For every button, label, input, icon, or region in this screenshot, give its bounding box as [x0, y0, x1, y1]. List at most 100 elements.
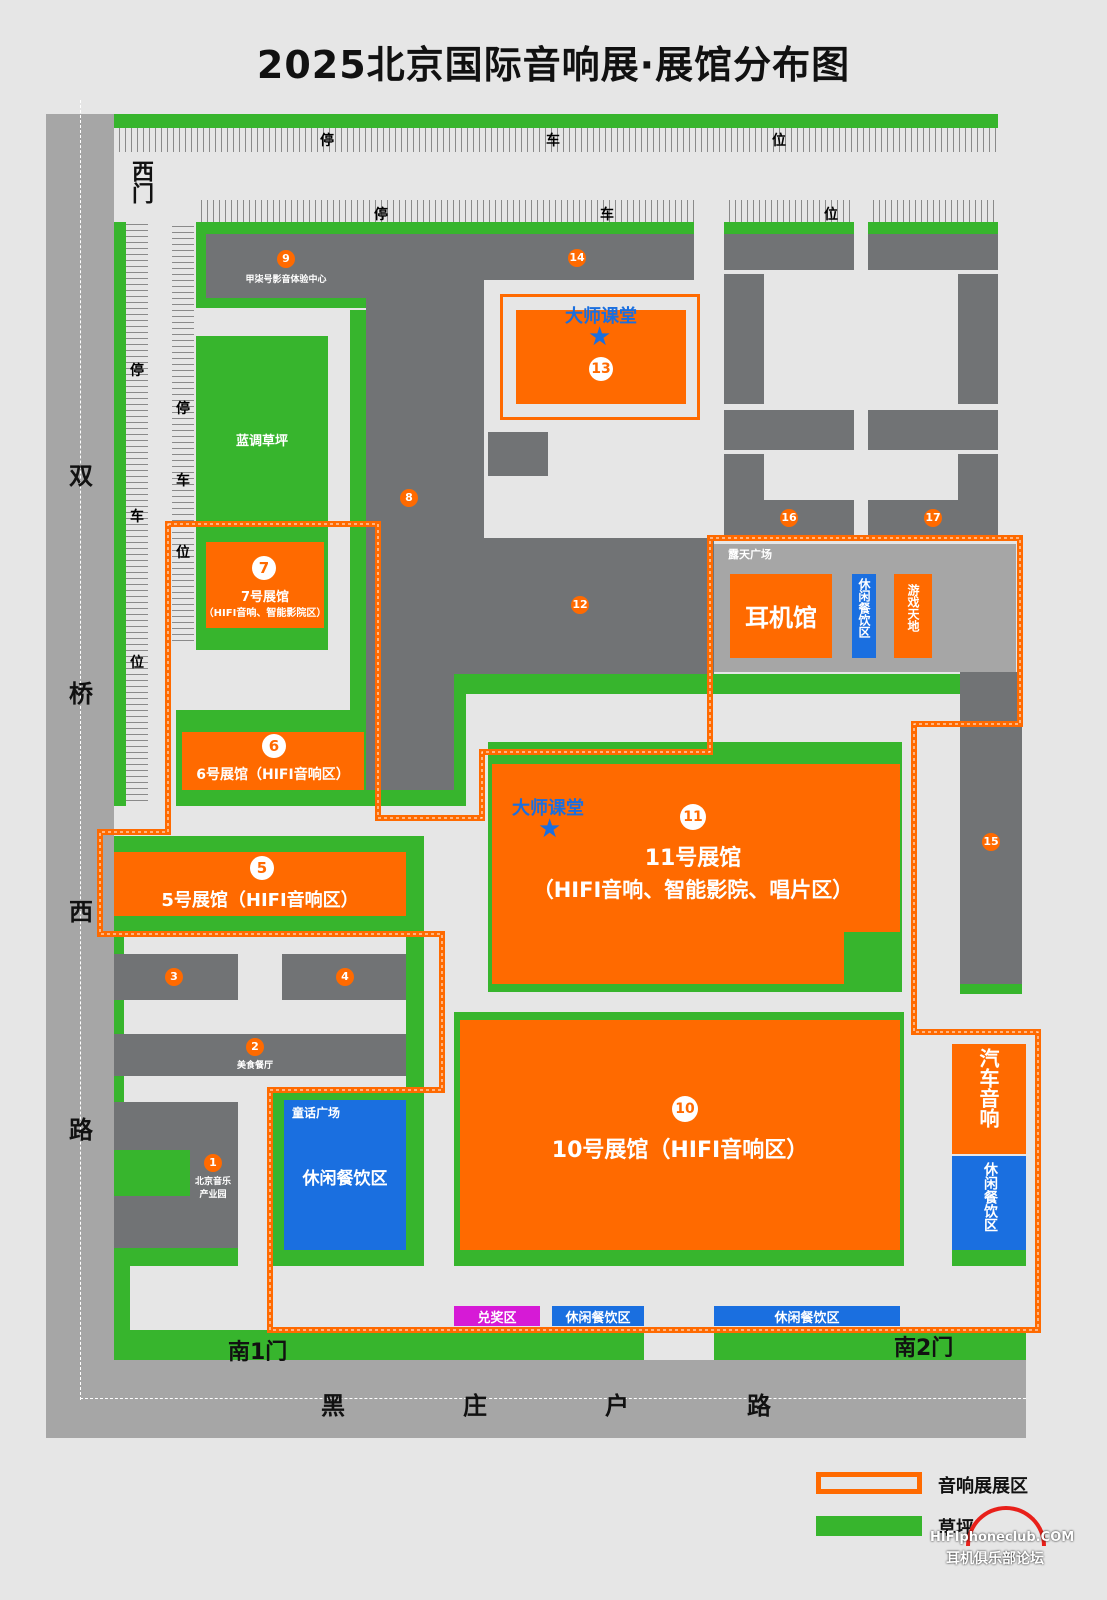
- grid-block-2: [868, 234, 998, 270]
- watermark-name: 耳机俱乐部论坛: [946, 1551, 1044, 1567]
- mid-parking-char-1: 停: [374, 207, 388, 223]
- west-parking-char-3: 位: [130, 655, 144, 671]
- grid-block-5: [724, 410, 854, 450]
- headphone-hall: [730, 574, 832, 658]
- south-road-label-2: 庄: [463, 1392, 487, 1420]
- area-1-grass: [114, 1150, 190, 1196]
- area-9-number: 9: [277, 250, 295, 268]
- area-12-strip-2: [562, 476, 714, 538]
- west-gate-label: 西门: [128, 160, 153, 204]
- south-grass-left: [114, 1266, 130, 1330]
- area-16-number: 16: [780, 509, 798, 527]
- legend-grass-label: 草坪: [938, 1518, 974, 1539]
- south-grass-1: [114, 1330, 644, 1360]
- area-10-number: 10: [672, 1096, 698, 1122]
- game-zone: [894, 574, 932, 658]
- top-parking-char-2: 车: [546, 133, 560, 149]
- west-grass-strip: [114, 222, 126, 806]
- area-8-grass-bottom: [366, 790, 466, 806]
- mid-parking: [196, 200, 694, 222]
- inner-parking-char-2: 车: [176, 473, 190, 489]
- mid-parking-right2: [868, 200, 998, 222]
- west-road-label-3: 西: [69, 898, 93, 926]
- car-dining-label: 休闲餐饮区: [982, 1162, 998, 1232]
- area-7-label: 7号展馆: [240, 590, 290, 605]
- top-parking-char-1: 停: [320, 133, 334, 149]
- area-10-hall: [460, 1020, 900, 1250]
- south-gate-1-label: 南1门: [228, 1340, 288, 1365]
- area-14-number: 14: [568, 249, 586, 267]
- mid-parking-right1: [724, 200, 854, 222]
- top-parking: [114, 128, 998, 152]
- area-10-label: 10号展馆（HIFI音响区）: [551, 1138, 809, 1163]
- area-13-outline: [500, 294, 700, 420]
- mid-grass-strip-r2: [868, 222, 998, 234]
- area-12-building: [454, 280, 484, 674]
- west-road-dash: [80, 100, 81, 1400]
- south-dining-1-label: 休闲餐饮区: [565, 1311, 631, 1326]
- south-road-dash: [80, 1398, 1026, 1399]
- fairy-dining-label: 休闲餐饮区: [302, 1169, 388, 1189]
- legend-exhibit-swatch: [816, 1472, 922, 1494]
- south-dining-2-label: 休闲餐饮区: [774, 1311, 840, 1326]
- area-11-label: 11号展馆: [644, 846, 742, 871]
- west-road-label-1: 双: [69, 462, 93, 490]
- prize-zone-label: 兑奖区: [477, 1311, 517, 1326]
- west-parking-1: [126, 222, 148, 806]
- west-road-label-4: 路: [69, 1116, 93, 1144]
- south-road-label-3: 户: [605, 1392, 629, 1420]
- top-parking-char-3: 位: [772, 133, 786, 149]
- west-road-label-2: 桥: [69, 680, 93, 708]
- car-zone-grass: [952, 1250, 1026, 1266]
- area-6-number: 6: [262, 734, 286, 758]
- fairy-plaza: [284, 1100, 406, 1250]
- area-1-grass-bottom: [114, 1248, 238, 1266]
- south-dining-2: [714, 1306, 900, 1326]
- west-parking-char-1: 停: [130, 363, 144, 379]
- area-11-hall: [492, 764, 900, 932]
- prize-zone: [454, 1306, 540, 1326]
- legend-exhibit-label: 音响展展区: [938, 1476, 1028, 1497]
- south-dining-1: [552, 1306, 644, 1326]
- grid-block-8: [958, 454, 998, 500]
- dining-plaza: [852, 574, 876, 658]
- game-zone-label: 游戏天地: [906, 584, 920, 632]
- inner-parking-char-3: 位: [176, 545, 190, 561]
- area-11-master-label: 大师课堂: [512, 798, 584, 819]
- area-5-number: 5: [250, 856, 274, 880]
- grid-block-4: [958, 274, 998, 404]
- fairy-plaza-label: 童话广场: [292, 1106, 341, 1120]
- area-2-label: 美食餐厅: [236, 1061, 273, 1071]
- area-2-number: 2: [246, 1038, 264, 1056]
- south-road-label-4: 路: [747, 1392, 771, 1420]
- area-3-number: 3: [165, 968, 183, 986]
- area-11-sublabel: （HIFI音响、智能影院、唱片区）: [532, 878, 854, 902]
- area-11-hall-lower: [492, 932, 844, 984]
- area-15-grass: [960, 984, 1022, 994]
- area-8-number: 8: [400, 489, 418, 507]
- area-1-label: 北京音乐产业园: [194, 1177, 231, 1200]
- grid-block-3: [724, 274, 764, 404]
- area-13-label: 大师课堂: [565, 306, 637, 327]
- legend-grass-swatch: [816, 1516, 922, 1536]
- outdoor-plaza-label: 露天广场: [728, 548, 772, 561]
- area-8-grass-r: [350, 310, 366, 710]
- area-12-number: 12: [571, 596, 589, 614]
- area-11-star-icon: ★: [538, 814, 562, 844]
- area-12-grass-left: [454, 674, 466, 806]
- area-7-sublabel: （HIFI音响、智能影院区）: [203, 608, 327, 619]
- car-audio-label: 汽车音响: [976, 1048, 1000, 1128]
- area-17-number: 17: [924, 509, 942, 527]
- dining-plaza-label: 休闲餐饮区: [857, 578, 871, 638]
- top-grass-strip: [114, 114, 998, 128]
- south-grass-2: [714, 1330, 1026, 1360]
- area-6-label: 6号展馆（HIFI音响区）: [196, 767, 350, 783]
- south-road-label-1: 黑: [321, 1392, 345, 1420]
- inner-parking-char-1: 停: [176, 401, 190, 417]
- car-dining-zone: [952, 1156, 1026, 1250]
- west-parking-char-2: 车: [130, 509, 144, 525]
- page-title: 2025北京国际音响展·展馆分布图: [256, 43, 851, 87]
- grid-block-6: [868, 410, 998, 450]
- south-gate-2-label: 南2门: [894, 1336, 954, 1361]
